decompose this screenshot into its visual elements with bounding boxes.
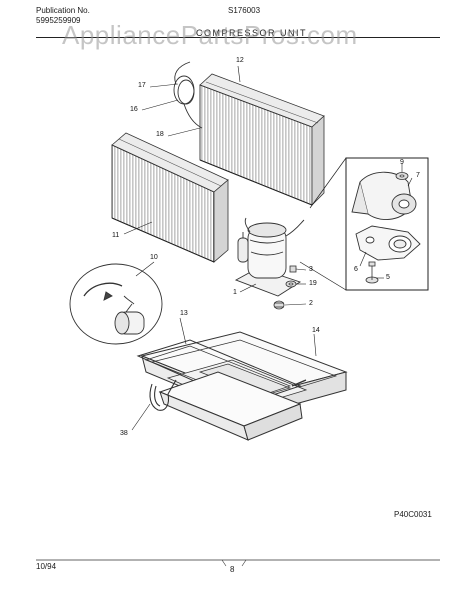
carry-handle: [149, 379, 177, 411]
motor-bracket: [355, 225, 421, 261]
callout-38: 38: [120, 430, 128, 437]
callout-leaders: [123, 65, 413, 431]
capillary-tube: [173, 61, 203, 129]
base-tray: [136, 339, 303, 441]
watermark: AppliancePartsPros.com: [62, 20, 358, 50]
diagram-code: P40C0031: [394, 510, 432, 519]
callout-17: 17: [138, 82, 146, 89]
condenser-coil: [199, 73, 325, 206]
evaporator-coil: [111, 132, 229, 263]
callout-16: 16: [130, 106, 138, 113]
fan-shroud: [351, 171, 417, 221]
callout-19: 19: [309, 280, 317, 287]
section-title: COMPRESSOR UNIT: [196, 28, 308, 38]
mounting-bolt: [365, 261, 379, 284]
callout-14: 14: [312, 327, 320, 334]
callout-5: 5: [386, 274, 390, 281]
callout-2: 2: [309, 300, 313, 307]
retaining-nut: [395, 172, 409, 180]
mounting-hardware: [273, 265, 297, 310]
callout-13: 13: [180, 310, 188, 317]
callout-10: 10: [150, 254, 158, 261]
callout-18: 18: [156, 131, 164, 138]
publication-number: 5995259909: [36, 16, 81, 25]
callout-12: 12: [236, 57, 244, 64]
callout-9: 9: [400, 159, 404, 166]
compressor: [234, 217, 305, 297]
callout-11: 11: [112, 232, 120, 239]
page-number: 8: [230, 565, 235, 574]
header-rule: [36, 37, 440, 38]
publication-label: Publication No.: [36, 6, 90, 15]
callout-1: 1: [233, 289, 237, 296]
footer-date: 10/94: [36, 562, 57, 571]
model-number: S176003: [228, 6, 261, 15]
callout-6: 6: [354, 266, 358, 273]
callout-3: 3: [309, 266, 313, 273]
capacitor: [69, 263, 163, 345]
callout-7: 7: [416, 172, 420, 179]
